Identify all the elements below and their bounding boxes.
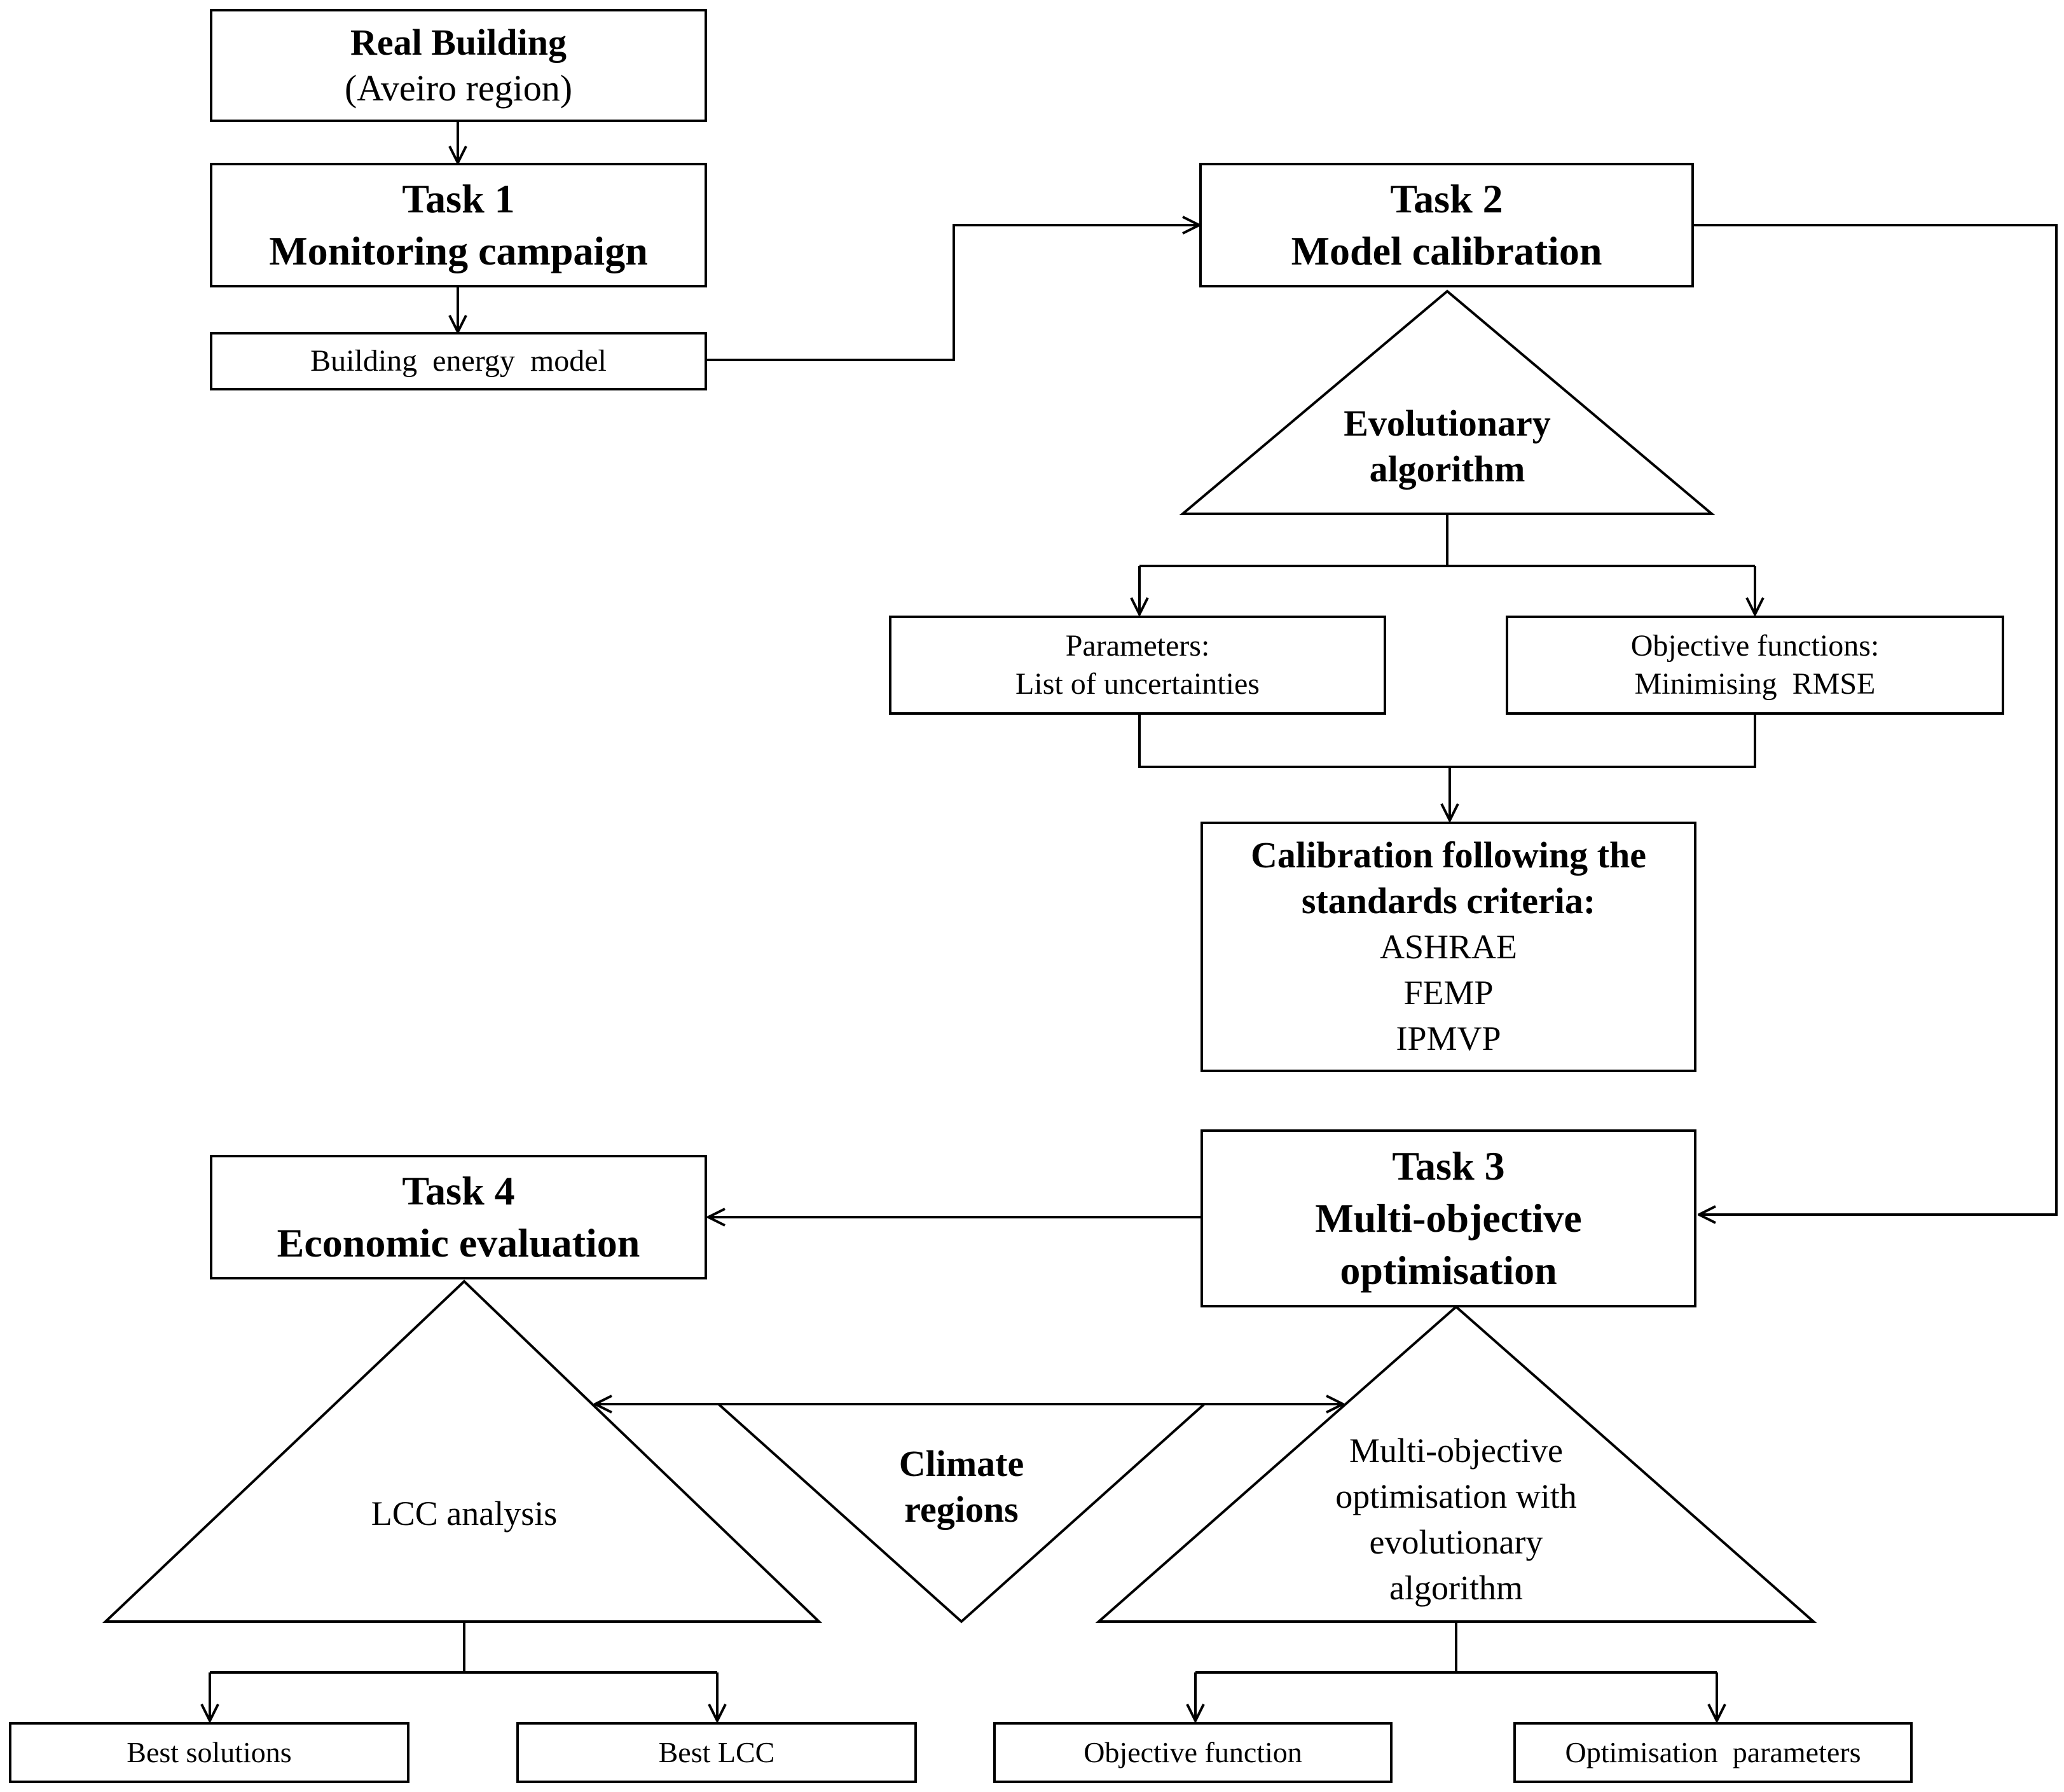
evolutionary-line1: Evolutionary: [1344, 403, 1551, 444]
objective-functions-box: Objective functions: Minimising RMSE: [1506, 616, 2004, 715]
calibration-standard-ipmvp: IPMVP: [1396, 1019, 1501, 1058]
calibration-standard-ashrae: ASHRAE: [1379, 928, 1518, 966]
calibration-line1: Calibration following the: [1251, 834, 1646, 876]
real-building-subtitle: (Aveiro region): [344, 67, 573, 109]
real-building-box: Real Building (Aveiro region): [210, 9, 707, 122]
mo-algo-line2: optimisation with: [1335, 1477, 1577, 1515]
objectives-line2: Minimising RMSE: [1634, 667, 1876, 701]
best-lcc-label: Best LCC: [658, 1736, 775, 1768]
optimisation-parameters-label: Optimisation parameters: [1565, 1736, 1861, 1768]
optimisation-parameters-box: Optimisation parameters: [1513, 1722, 1913, 1783]
mo-algo-line3: evolutionary: [1369, 1523, 1543, 1561]
merge-line-calibration: [1138, 715, 1756, 768]
climate-line1: Climate: [898, 1443, 1024, 1484]
calibration-standard-femp: FEMP: [1403, 974, 1494, 1012]
evolutionary-algorithm-label: Evolutionary algorithm: [1269, 398, 1625, 495]
calibration-line2: standards criteria:: [1301, 880, 1596, 921]
calibration-box: Calibration following the standards crit…: [1201, 822, 1696, 1072]
task2-subtitle: Model calibration: [1291, 228, 1602, 273]
task3-box: Task 3 Multi-objective optimisation: [1201, 1129, 1696, 1307]
task1-box: Task 1 Monitoring campaign: [210, 163, 707, 287]
best-solutions-box: Best solutions: [9, 1722, 409, 1783]
task3-line3: optimisation: [1340, 1248, 1557, 1293]
objective-function-label: Objective function: [1084, 1736, 1302, 1768]
mo-algo-line4: algorithm: [1389, 1569, 1523, 1607]
arrow-model-to-task2: [707, 225, 1199, 361]
task1-subtitle: Monitoring campaign: [269, 228, 648, 273]
task3-title: Task 3: [1392, 1143, 1505, 1189]
task2-title: Task 2: [1390, 176, 1503, 221]
climate-line2: regions: [904, 1489, 1019, 1530]
task1-title: Task 1: [402, 176, 515, 221]
best-solutions-label: Best solutions: [127, 1736, 292, 1768]
mo-algorithm-label: Multi-objective optimisation with evolut…: [1265, 1427, 1647, 1611]
lcc-analysis-text: LCC analysis: [371, 1494, 558, 1533]
evolutionary-line2: algorithm: [1369, 448, 1525, 490]
objective-function-box: Objective function: [993, 1722, 1393, 1783]
mo-algo-line1: Multi-objective: [1349, 1431, 1563, 1470]
real-building-title: Real Building: [350, 22, 567, 63]
parameters-box: Parameters: List of uncertainties: [889, 616, 1386, 715]
parameters-line2: List of uncertainties: [1015, 667, 1260, 701]
arrow-task2-to-task3: [1694, 224, 2058, 1215]
lcc-analysis-label: LCC analysis: [305, 1488, 623, 1539]
building-energy-model-box: Building energy model: [210, 332, 707, 390]
task4-box: Task 4 Economic evaluation: [210, 1155, 707, 1279]
task4-subtitle: Economic evaluation: [277, 1220, 640, 1265]
objectives-line1: Objective functions:: [1630, 629, 1880, 663]
climate-regions-label: Climate regions: [834, 1438, 1089, 1535]
building-energy-model-label: Building energy model: [310, 344, 607, 378]
parameters-line1: Parameters:: [1065, 629, 1210, 663]
best-lcc-box: Best LCC: [516, 1722, 917, 1783]
task4-title: Task 4: [402, 1168, 515, 1213]
lcc-analysis-triangle: [102, 1279, 822, 1623]
task2-box: Task 2 Model calibration: [1199, 163, 1694, 287]
task3-line2: Multi-objective: [1315, 1196, 1582, 1241]
